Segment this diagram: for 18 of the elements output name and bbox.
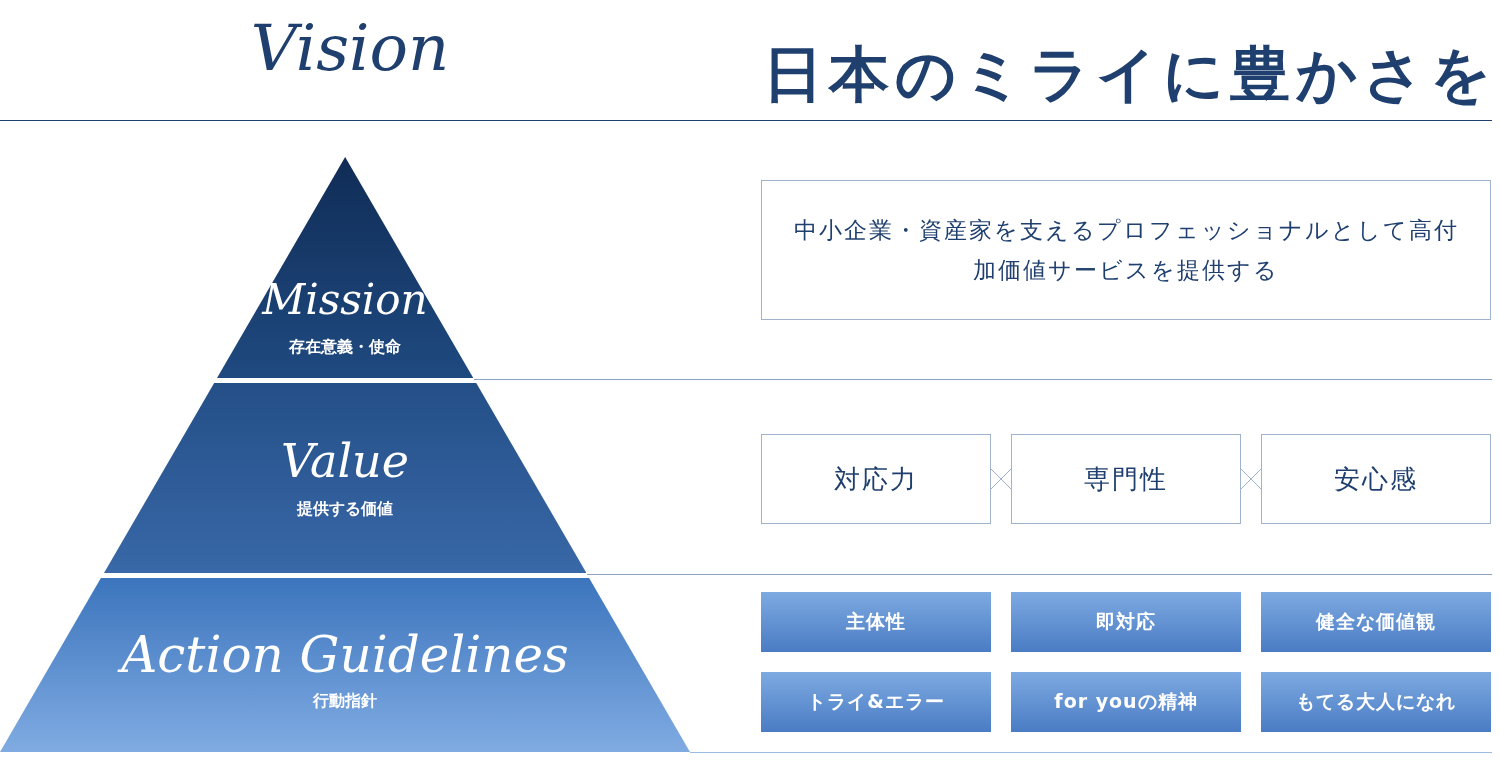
value-box: 安心感 xyxy=(1261,434,1491,524)
tier-subheading: 存在意義・使命 xyxy=(288,337,402,358)
guideline-box: トライ&エラー xyxy=(761,672,991,732)
tier-subheading: 提供する価値 xyxy=(295,499,394,520)
tier-heading: Mission xyxy=(260,274,429,326)
guideline-box: 即対応 xyxy=(1011,592,1241,652)
guideline-box: 主体性 xyxy=(761,592,991,652)
tier-heading: Action Guidelines xyxy=(0,625,690,685)
guideline-box: もてる大人になれ xyxy=(1261,672,1491,732)
mission-statement-box: 中小企業・資産家を支えるプロフェッショナルとして高付加価値サービスを提供する xyxy=(761,180,1491,320)
heading-script: Vision xyxy=(249,10,451,87)
guideline-box: for youの精神 xyxy=(1011,672,1241,732)
guideline-box: 健全な価値観 xyxy=(1261,592,1491,652)
tier-heading: Value xyxy=(280,434,410,490)
value-box: 対応力 xyxy=(761,434,991,524)
value-box: 専門性 xyxy=(1011,434,1241,524)
tier-subheading: 行動指針 xyxy=(312,691,378,712)
title: 日本のミライに豊かさを xyxy=(762,38,1498,110)
